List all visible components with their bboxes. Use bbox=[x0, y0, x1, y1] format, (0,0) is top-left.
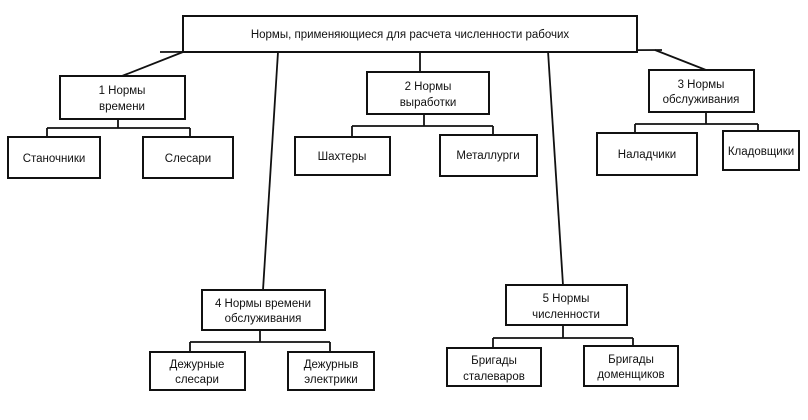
connector-cat5 bbox=[547, 50, 564, 286]
category-node-5: 5 Нормы численности bbox=[505, 284, 628, 326]
leaf-4-1-line-2: слесари bbox=[175, 374, 219, 386]
leaf-node-5-1: Бригады сталеваров bbox=[446, 347, 542, 387]
leaf-4-1-line-1: Дежурные bbox=[170, 359, 225, 371]
root-label: Нормы, применяющиеся для расчета численн… bbox=[251, 29, 570, 41]
leaf-5-2-line-1: Бригады bbox=[608, 354, 654, 366]
connector-cat4 bbox=[262, 51, 279, 291]
category-node-3: 3 Нормы обслуживания bbox=[648, 69, 755, 113]
leaf-1-1-label: Станочники bbox=[23, 153, 86, 165]
leaf-node-3-1: Наладчики bbox=[596, 132, 698, 176]
leaf-4-2-line-1: Дежурныв bbox=[304, 359, 359, 371]
category-4-line-2: обслуживания bbox=[225, 313, 302, 325]
category-4-line-1: 4 Нормы времени bbox=[215, 298, 311, 310]
category-node-1: 1 Нормы времени bbox=[59, 75, 186, 120]
category-1-line-1: 1 Нормы bbox=[99, 85, 146, 97]
leaf-3-1-label: Наладчики bbox=[618, 149, 676, 161]
category-3-line-2: обслуживания bbox=[663, 94, 740, 106]
category-2-line-1: 2 Нормы bbox=[405, 81, 452, 93]
leaf-4-2-line-2: электрики bbox=[304, 374, 357, 386]
connector-cat1 bbox=[121, 51, 184, 77]
connector-cat3 bbox=[654, 49, 707, 71]
leaf-2-2-label: Металлурги bbox=[456, 150, 519, 162]
leaf-node-4-2: Дежурныв электрики bbox=[287, 351, 375, 391]
leaf-node-4-1: Дежурные слесари bbox=[149, 351, 246, 391]
leaf-node-2-1: Шахтеры bbox=[294, 136, 391, 176]
leaf-node-2-2: Металлурги bbox=[439, 134, 538, 177]
leaf-2-1-label: Шахтеры bbox=[318, 151, 367, 163]
category-1-line-2: времени bbox=[99, 101, 145, 113]
category-2-line-2: выработки bbox=[400, 97, 457, 109]
leaf-5-2-line-2: доменщиков bbox=[597, 369, 664, 381]
leaf-node-1-2: Слесари bbox=[142, 136, 234, 179]
leaf-3-2-label: Кладовщики bbox=[728, 146, 794, 158]
leaf-node-5-2: Бригады доменщиков bbox=[583, 345, 679, 387]
leaf-5-1-line-2: сталеваров bbox=[463, 371, 525, 383]
category-5-line-1: 5 Нормы bbox=[543, 293, 590, 305]
category-node-4: 4 Нормы времени обслуживания bbox=[201, 289, 326, 331]
category-3-line-1: 3 Нормы bbox=[678, 79, 725, 91]
category-node-2: 2 Нормы выработки bbox=[366, 71, 490, 115]
leaf-node-1-1: Станочники bbox=[7, 136, 101, 179]
leaf-5-1-line-1: Бригады bbox=[471, 355, 517, 367]
leaf-1-2-label: Слесари bbox=[165, 153, 211, 165]
category-5-line-2: численности bbox=[532, 309, 600, 321]
leaf-node-3-2: Кладовщики bbox=[722, 130, 800, 171]
root-node: Нормы, применяющиеся для расчета численн… bbox=[182, 15, 638, 53]
